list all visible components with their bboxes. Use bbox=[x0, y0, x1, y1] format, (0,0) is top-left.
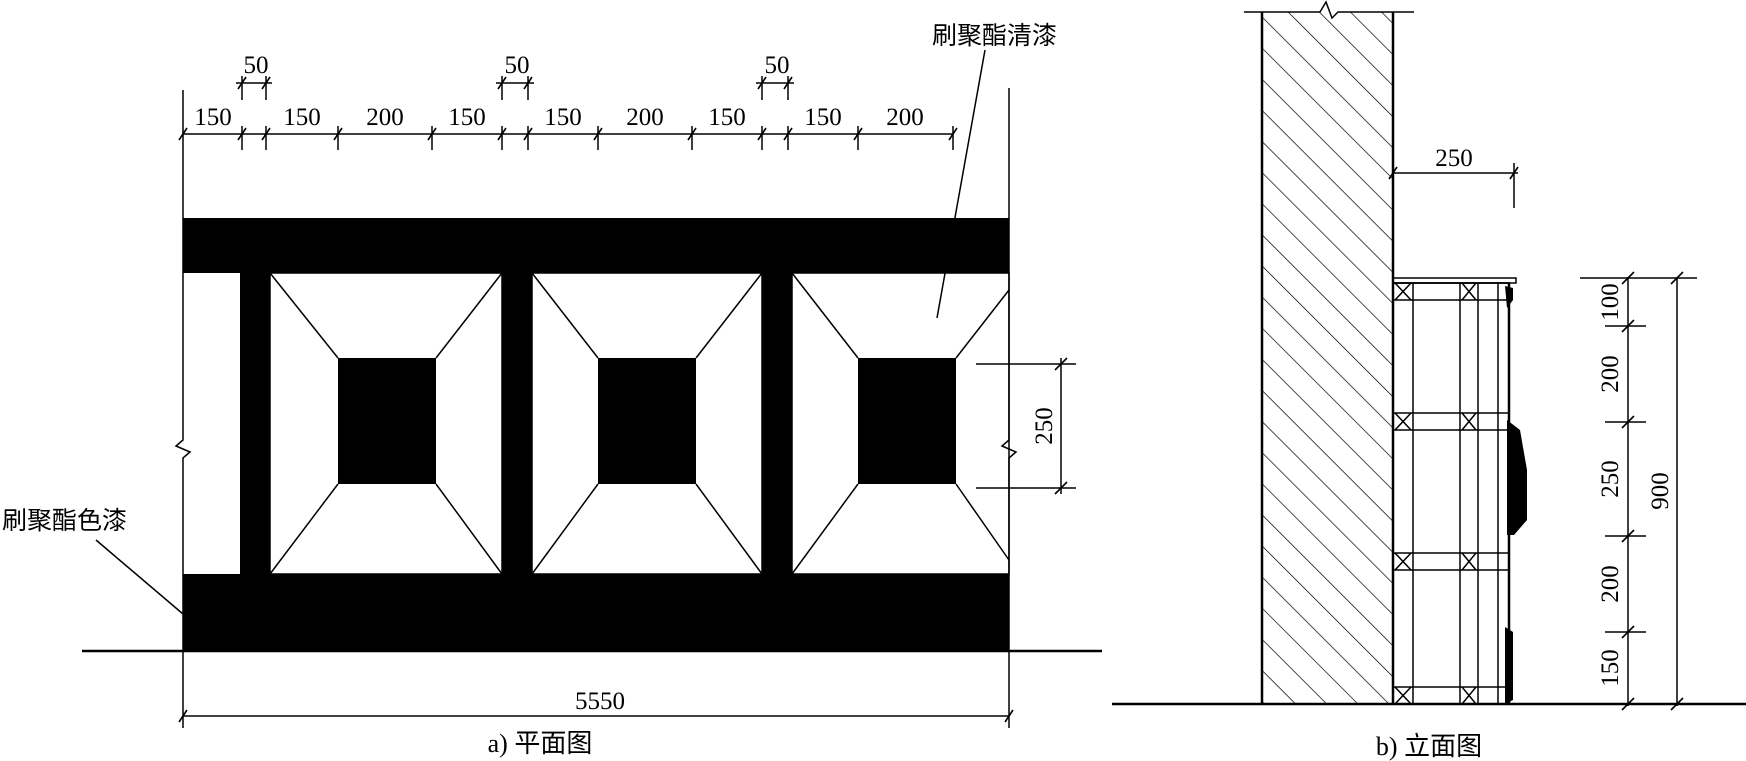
panel-2-bevel bbox=[695, 272, 763, 359]
panel-3-frame bbox=[791, 272, 1010, 575]
label-clear-varnish: 刷聚酯清漆 bbox=[932, 21, 1057, 50]
panel-1-bevel bbox=[435, 272, 503, 359]
dim-label: 50 bbox=[765, 52, 790, 79]
dim-label: 100 bbox=[1597, 283, 1624, 321]
dim-label: 250 bbox=[1031, 407, 1058, 445]
stile-3 bbox=[762, 273, 792, 574]
panel-2-bevel bbox=[695, 483, 763, 575]
bottom-dimension-5550: 5550 bbox=[178, 651, 1014, 728]
right-dimension-250: 250 bbox=[976, 357, 1076, 495]
panel-3-bevel bbox=[791, 483, 859, 575]
plan-left-break-line bbox=[174, 90, 192, 651]
dim-label: 250 bbox=[1435, 145, 1473, 172]
dim-label: 150 bbox=[804, 104, 842, 131]
panel-3 bbox=[791, 272, 1010, 575]
dim-label: 250 bbox=[1597, 460, 1624, 498]
dim-label: 200 bbox=[886, 104, 924, 131]
panel-2-bevel bbox=[531, 483, 599, 575]
stile-1 bbox=[240, 273, 270, 574]
dim-label: 5550 bbox=[575, 688, 625, 715]
cross-marks bbox=[1394, 282, 1477, 705]
panel-1 bbox=[269, 272, 503, 575]
elevation-top-dimension: 250 bbox=[1388, 145, 1519, 208]
panel-1-bevel bbox=[269, 272, 339, 359]
elevation-view: 250 100 200 250 200 150 bbox=[1112, 0, 1746, 761]
dim-label: 150 bbox=[708, 104, 746, 131]
dim-label: 200 bbox=[1597, 355, 1624, 393]
wall-break-line bbox=[1244, 0, 1414, 20]
elevation-total-dimension: 900 bbox=[1646, 271, 1697, 711]
dim-label: 200 bbox=[626, 104, 664, 131]
panel-2-center-block bbox=[598, 358, 696, 484]
panel-1-frame bbox=[269, 272, 503, 575]
dim-extensions bbox=[241, 126, 954, 150]
dim-label: 150 bbox=[283, 104, 321, 131]
panel-2 bbox=[531, 272, 763, 575]
panel-2-bevel bbox=[531, 272, 599, 359]
leader-line-clear-varnish bbox=[936, 49, 986, 319]
panel-2-frame bbox=[531, 272, 763, 575]
dim-label: 50 bbox=[505, 52, 530, 79]
top-rail bbox=[183, 218, 1009, 273]
railing-profile bbox=[1392, 277, 1527, 705]
dim-label: 150 bbox=[448, 104, 486, 131]
top-dimension-chain: 150 150 200 150 150 200 150 150 200 bbox=[178, 104, 958, 150]
bottom-rail bbox=[183, 574, 1009, 651]
dim-label: 900 bbox=[1647, 472, 1674, 510]
stile-2 bbox=[502, 273, 532, 574]
panel-1-bevel bbox=[269, 483, 339, 575]
dim-label: 150 bbox=[1597, 649, 1624, 687]
dim-label: 150 bbox=[194, 104, 232, 131]
top-dimension-row-50: 50 50 50 bbox=[236, 52, 794, 100]
elevation-right-dimension-chain: 100 200 250 200 150 bbox=[1580, 271, 1646, 711]
label-color-paint: 刷聚酯色漆 bbox=[2, 506, 127, 535]
plan-view: 150 150 200 150 150 200 150 150 200 50 5… bbox=[2, 21, 1102, 758]
dim-label: 200 bbox=[1597, 565, 1624, 603]
profile-body bbox=[1392, 282, 1510, 705]
leader-line-color-paint bbox=[95, 539, 184, 615]
dim-label: 50 bbox=[244, 52, 269, 79]
wall-section bbox=[1262, 12, 1393, 704]
dim-label: 200 bbox=[366, 104, 404, 131]
panel-1-bevel bbox=[435, 483, 503, 575]
elevation-caption: b) 立面图 bbox=[1376, 732, 1482, 761]
panel-3-bevel bbox=[791, 272, 859, 359]
plan-caption: a) 平面图 bbox=[488, 729, 593, 758]
panel-3-bevel bbox=[955, 289, 1010, 359]
panel-3-center-block bbox=[858, 358, 956, 484]
panel-3-bevel bbox=[955, 483, 1010, 561]
panel-1-center-block bbox=[338, 358, 436, 484]
dim-label: 150 bbox=[544, 104, 582, 131]
